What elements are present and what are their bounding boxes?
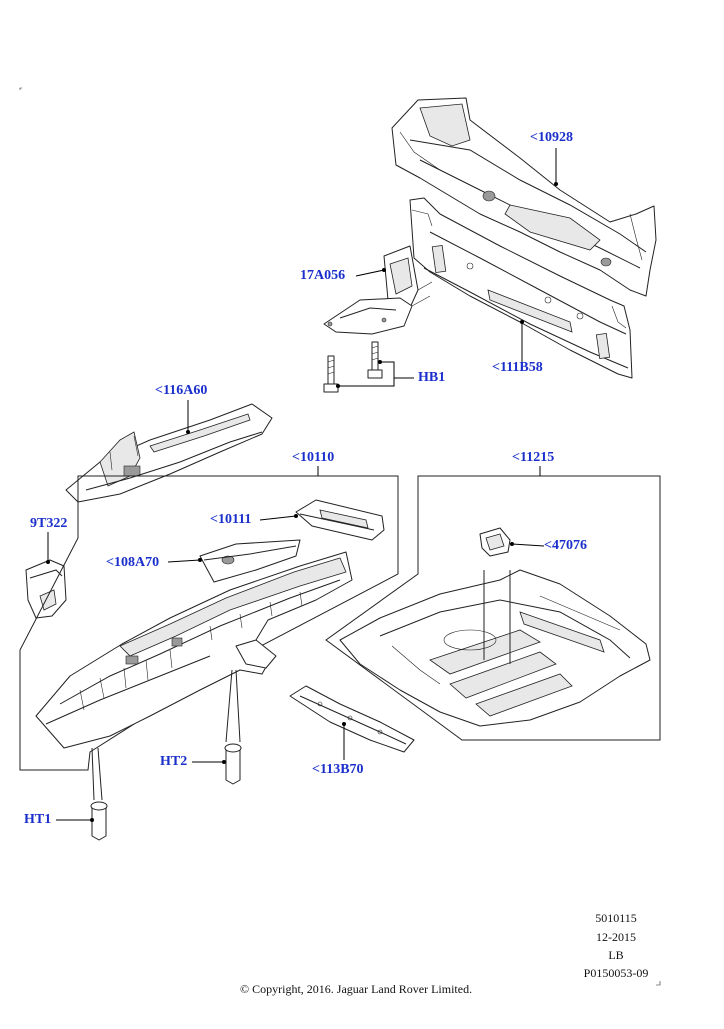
rear-upper-panel-10928 [391, 97, 657, 297]
plug-HT2 [224, 669, 242, 785]
reinforcement-113B70 [289, 685, 415, 753]
bracket-9T322 [25, 559, 67, 619]
meta-code: LB [608, 948, 624, 962]
clip-47076 [479, 527, 511, 557]
callout-108A70[interactable]: <108A70 [106, 555, 160, 570]
crop-mark-top-left [19, 87, 22, 90]
meta-date: 12-2015 [596, 930, 636, 944]
callout-116A60[interactable]: <116A60 [155, 383, 208, 398]
rear-floor-pan [339, 569, 651, 727]
callout-11215[interactable]: <11215 [512, 450, 555, 465]
copyright-notice: © Copyright, 2016. Jaguar Land Rover Lim… [240, 982, 473, 996]
crop-mark-bottom-right [656, 981, 661, 986]
callout-HT2[interactable]: HT2 [160, 754, 188, 769]
crossmember-108A70 [199, 539, 301, 583]
callout-9T322[interactable]: 9T322 [30, 516, 68, 531]
rear-lower-panel-111B58 [409, 197, 633, 379]
bolts-HB1 [323, 341, 383, 393]
callout-47076[interactable]: <47076 [544, 538, 587, 553]
bracket-17A056 [323, 245, 433, 335]
meta-number: 5010115 [595, 911, 637, 925]
floor-frame-assembly [35, 551, 353, 749]
floor-side-116A60 [65, 403, 273, 503]
group-box-10110 [19, 475, 399, 771]
callout-10928[interactable]: <10928 [530, 130, 573, 145]
meta-illustration-id: P0150053-09 [583, 966, 649, 980]
callout-HT1[interactable]: HT1 [24, 812, 52, 827]
leader-lines [46, 148, 558, 822]
callout-10111[interactable]: <10111 [210, 512, 252, 527]
callout-113B70[interactable]: <113B70 [312, 762, 364, 777]
callout-10110[interactable]: <10110 [292, 450, 335, 465]
plug-HT1 [90, 747, 108, 841]
callout-HB1[interactable]: HB1 [418, 370, 446, 385]
callout-111B58[interactable]: <111B58 [492, 360, 543, 375]
group-box-11215 [325, 475, 661, 741]
member-10111 [295, 499, 385, 541]
callout-17A056[interactable]: 17A056 [300, 268, 346, 283]
